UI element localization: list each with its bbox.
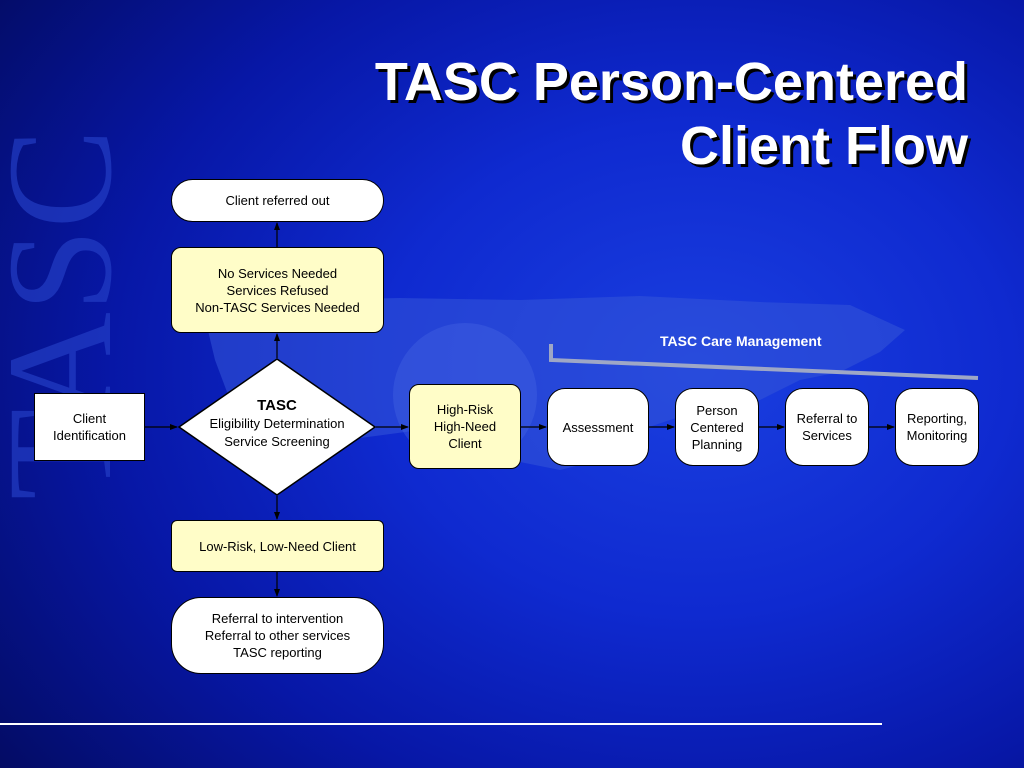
assessment-box: Assessment <box>547 388 649 466</box>
high-risk-line-1: High-Risk <box>436 402 494 417</box>
footer-rule <box>0 723 882 725</box>
title-line-2: Client Flow <box>680 116 968 176</box>
person-centered-planning-box: Person Centered Planning <box>675 388 759 466</box>
high-risk-box: High-Risk High-Need Client <box>409 384 521 469</box>
planning-line-1: Person <box>696 402 738 418</box>
client-identification-label: Client Identification <box>53 411 126 443</box>
reporting-line-1: Reporting, <box>907 411 967 426</box>
client-identification-box: Client Identification <box>34 393 145 461</box>
no-services-line-2: Services Refused <box>226 282 329 298</box>
referral-line-3: TASC reporting <box>233 645 322 660</box>
tasc-line-1: Eligibility Determination <box>209 416 345 431</box>
tasc-heading: TASC <box>257 397 297 414</box>
referral-services-line-2: Services <box>802 428 852 443</box>
care-management-bracket <box>549 344 979 380</box>
no-services-line-1: No Services Needed <box>217 265 338 281</box>
tasc-line-2: Service Screening <box>224 434 330 449</box>
tasc-eligibility-label: TASC Eligibility Determination Service S… <box>178 397 376 451</box>
slide-title: TASC Person-Centered Client Flow <box>268 50 968 178</box>
no-services-box: No Services Needed Services Refused Non-… <box>171 247 384 333</box>
low-risk-label: Low-Risk, Low-Need Client <box>199 538 356 554</box>
client-referred-out-box: Client referred out <box>171 179 384 222</box>
care-management-label: TASC Care Management <box>660 333 822 349</box>
planning-line-2: Centered <box>690 419 744 435</box>
assessment-label: Assessment <box>562 419 634 435</box>
referral-line-2: Referral to other services <box>204 628 351 643</box>
title-line-1: TASC Person-Centered <box>374 52 968 112</box>
referral-services-line-1: Referral to <box>796 411 858 426</box>
low-risk-box: Low-Risk, Low-Need Client <box>171 520 384 572</box>
client-referred-out-label: Client referred out <box>225 193 330 208</box>
referral-line-1: Referral to intervention <box>211 611 344 626</box>
high-risk-line-2: High-Need <box>433 419 497 434</box>
planning-line-3: Planning <box>691 436 743 452</box>
referral-to-services-box: Referral to Services <box>785 388 869 466</box>
high-risk-line-3: Client <box>448 436 482 451</box>
referral-intervention-box: Referral to intervention Referral to oth… <box>171 597 384 674</box>
tasc-eligibility-diamond <box>177 358 377 496</box>
no-services-line-3: Non-TASC Services Needed <box>195 299 360 315</box>
reporting-monitoring-box: Reporting, Monitoring <box>895 388 979 466</box>
reporting-line-2: Monitoring <box>906 428 968 443</box>
